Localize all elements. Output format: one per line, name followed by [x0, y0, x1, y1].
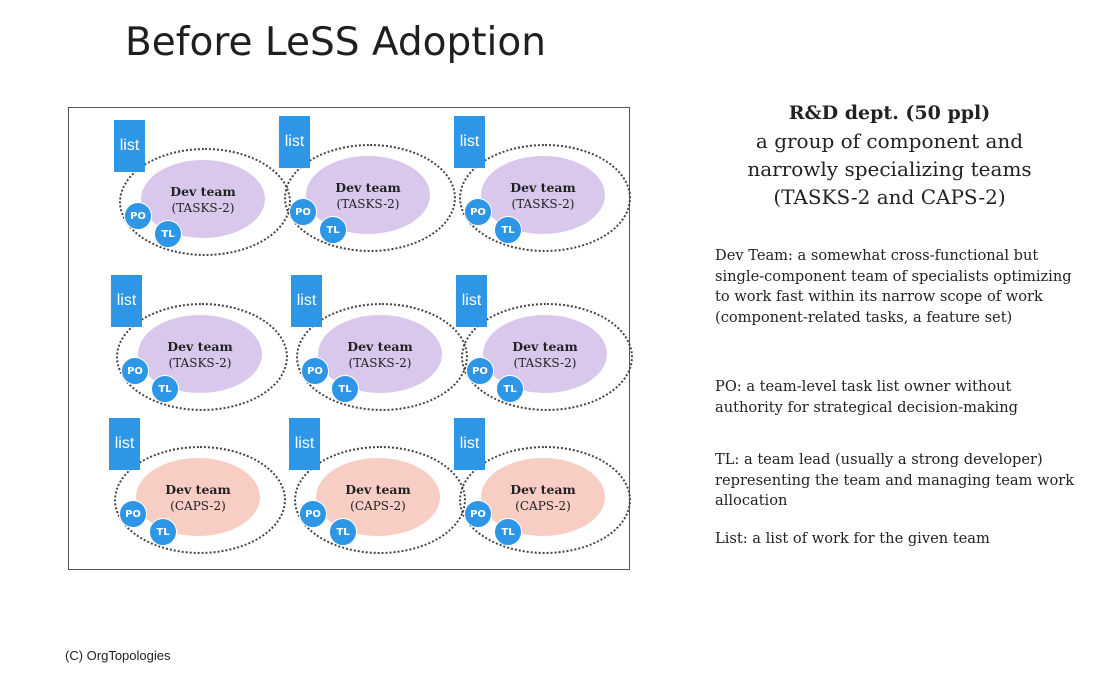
department-subheading: a group of component and narrowly specia…	[747, 129, 1032, 209]
dev-team-name: Dev team	[347, 338, 413, 354]
po-role-badge: PO	[301, 357, 329, 385]
team-boundary	[461, 303, 633, 411]
team-work-list: list	[291, 275, 322, 327]
dev-team-subtitle: (TASKS-2)	[348, 355, 412, 370]
team-boundary	[116, 303, 288, 411]
tl-role-badge: TL	[331, 375, 359, 403]
po-role-badge: PO	[124, 202, 152, 230]
tl-role-badge: TL	[494, 518, 522, 546]
dev-team-name: Dev team	[167, 338, 233, 354]
po-role-badge: PO	[466, 357, 494, 385]
po-role-badge: PO	[464, 500, 492, 528]
dev-team-blob: Dev team(TASKS-2)	[138, 315, 262, 393]
team-boundary	[459, 144, 631, 252]
dev-team-subtitle: (TASKS-2)	[511, 196, 575, 211]
dev-team-subtitle: (TASKS-2)	[168, 355, 232, 370]
tl-role-badge: TL	[496, 375, 524, 403]
tl-role-badge: TL	[319, 216, 347, 244]
slide-title: Before LeSS Adoption	[125, 20, 546, 65]
dev-team-subtitle: (CAPS-2)	[350, 498, 406, 513]
team-work-list: list	[289, 418, 320, 470]
side-panel: R&D dept. (50 ppl) a group of component …	[712, 100, 1072, 211]
team-boundary	[459, 446, 631, 554]
dev-team-blob: Dev team(TASKS-2)	[306, 156, 430, 234]
po-role-badge: PO	[289, 198, 317, 226]
tl-role-badge: TL	[151, 375, 179, 403]
team-work-list: list	[454, 116, 485, 168]
team-work-list: list	[454, 418, 485, 470]
dev-team-name: Dev team	[170, 183, 236, 199]
tl-role-badge: TL	[149, 518, 177, 546]
tl-description: TL: a team lead (usually a strong develo…	[715, 451, 1075, 509]
side-heading-block: R&D dept. (50 ppl) a group of component …	[712, 100, 1067, 211]
dev-team-name: Dev team	[512, 338, 578, 354]
dev-team-subtitle: (CAPS-2)	[515, 498, 571, 513]
copyright-notice: (C) OrgTopologies	[65, 648, 171, 663]
dev-team-subtitle: (TASKS-2)	[171, 200, 235, 215]
team-boundary	[114, 446, 286, 554]
dev-team-subtitle: (CAPS-2)	[170, 498, 226, 513]
dev-team-name: Dev team	[510, 481, 576, 497]
po-description: PO: a team-level task list owner without…	[715, 378, 1018, 416]
po-role-badge: PO	[464, 198, 492, 226]
team-work-list: list	[111, 275, 142, 327]
team-boundary	[284, 144, 456, 252]
team-work-list: list	[114, 120, 145, 172]
dev-team-description: Dev Team: a somewhat cross-functional bu…	[715, 247, 1072, 326]
po-role-badge: PO	[121, 357, 149, 385]
department-heading: R&D dept. (50 ppl)	[788, 102, 991, 124]
dev-team-name: Dev team	[335, 179, 401, 195]
list-description: List: a list of work for the given team	[715, 530, 990, 547]
dev-team-subtitle: (TASKS-2)	[513, 355, 577, 370]
team-work-list: list	[109, 418, 140, 470]
dev-team-name: Dev team	[510, 179, 576, 195]
team-work-list: list	[456, 275, 487, 327]
tl-role-badge: TL	[494, 216, 522, 244]
team-work-list: list	[279, 116, 310, 168]
po-role-badge: PO	[299, 500, 327, 528]
tl-role-badge: TL	[329, 518, 357, 546]
tl-role-badge: TL	[154, 220, 182, 248]
dev-team-name: Dev team	[165, 481, 231, 497]
dev-team-name: Dev team	[345, 481, 411, 497]
po-role-badge: PO	[119, 500, 147, 528]
dev-team-subtitle: (TASKS-2)	[336, 196, 400, 211]
